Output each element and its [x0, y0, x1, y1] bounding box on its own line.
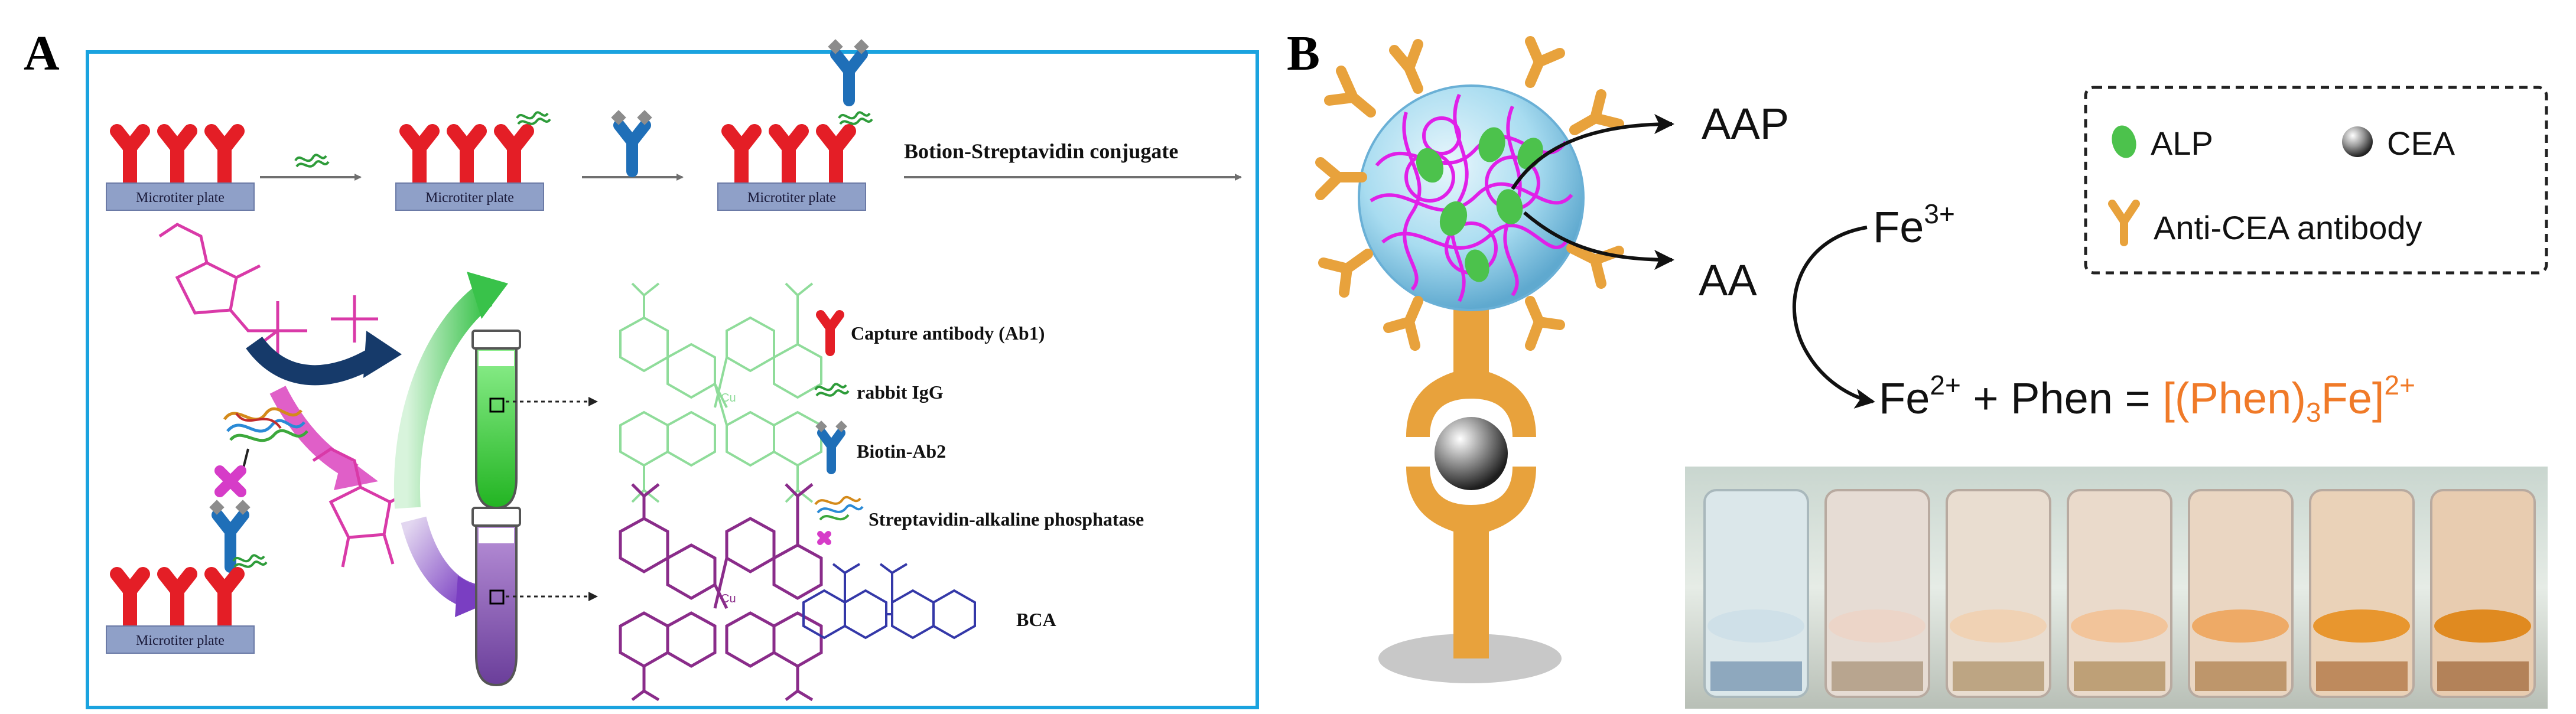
anti-cea-antibody-icon: [1406, 467, 1536, 658]
rabbit-igg-icon: [838, 111, 873, 125]
rabbit-igg-icon: [232, 554, 268, 568]
dephosphorylation-arrow: [246, 336, 384, 386]
cea-icon: [2342, 126, 2373, 157]
vial: [1946, 489, 2051, 698]
vial: [2188, 489, 2294, 698]
panel-a-frame: [86, 50, 1259, 709]
tube-purple: [471, 507, 521, 687]
legend-label: rabbit IgG: [857, 382, 944, 403]
microtiter-plate: [106, 182, 255, 211]
microtiter-plate: [395, 182, 544, 211]
cu-bca-complex-green: [619, 282, 822, 503]
arrow-to-aap: [1511, 114, 1674, 190]
legend-label: ALP: [2151, 125, 2213, 162]
bca-icon: [802, 563, 976, 640]
legend-label: Anti-CEA antibody: [2154, 209, 2422, 246]
aap-label: AAP: [1702, 99, 1789, 148]
vial: [2430, 489, 2536, 698]
capture-antibody-icon: [816, 310, 844, 356]
rabbit-igg-icon: [516, 111, 551, 125]
anti-cea-antibody-icon: [1406, 307, 1536, 437]
legend-label: CEA: [2387, 125, 2455, 162]
fe3-label: Fe3+: [1873, 198, 1955, 252]
panel-a-legend: Capture antibody (Ab1) rabbit IgG Biotin…: [802, 310, 1144, 640]
alp-icon: [2112, 125, 2136, 158]
vial: [1824, 489, 1930, 698]
vial: [2309, 489, 2415, 698]
reaction-equation: Fe2+ + Phen = [(Phen)3Fe]2+: [1879, 370, 2415, 428]
plate-stage-4: Microtiter plate: [106, 554, 268, 654]
vial: [1703, 489, 1809, 698]
biotin-marker-icon: [214, 465, 246, 497]
microtiter-plate: [717, 182, 866, 211]
capture-antibody-icon: [110, 124, 245, 190]
alp-icon: [1416, 127, 1543, 282]
surface-antibodies: [1315, 36, 1624, 351]
cu-bca-complex-purple: [619, 483, 823, 702]
cea-ball: [1435, 417, 1508, 490]
green-curve-arrow: [394, 285, 493, 509]
streptavidin-alp-icon: [223, 407, 308, 442]
legend-label: Capture antibody (Ab1): [851, 322, 1045, 344]
green-curve-arrowhead: [467, 272, 508, 319]
arrow-to-aa: [1523, 211, 1674, 270]
phosphate-structure: [331, 295, 378, 343]
plate-stage-3: Microtiter plate: [717, 39, 873, 211]
panel-b: B: [1287, 26, 2548, 709]
legend-label: Biotin-Ab2: [857, 441, 946, 462]
tube-green: [471, 330, 521, 510]
aap-structure: [158, 223, 307, 360]
panel-a: A Microtiter plate: [24, 26, 1259, 709]
legend-label: Streptavidin-alkaline phosphatase: [869, 508, 1144, 530]
reaction-arc-arrow: [1792, 226, 1875, 409]
rabbit-igg-icon: [294, 154, 330, 168]
plate-label: Microtiter plate: [425, 190, 514, 206]
biotin-ab2-icon: [611, 110, 652, 177]
panel-a-letter: A: [24, 26, 60, 81]
plate-label: Microtiter plate: [747, 190, 836, 206]
streptavidin-alp-icon: [814, 495, 864, 545]
microtiter-plate: [106, 625, 255, 654]
plate-stage-1: Microtiter plate: [106, 124, 255, 211]
panel-b-letter: B: [1287, 26, 1320, 81]
aa-label: AA: [1699, 256, 1757, 305]
legend-label: BCA: [1016, 609, 1056, 630]
vial-photo: [1685, 467, 2548, 709]
plate-label: Microtiter plate: [136, 190, 225, 206]
vial: [2067, 489, 2172, 698]
biotin-ab2-icon: [828, 39, 869, 106]
rabbit-igg-icon: [814, 383, 850, 397]
anti-cea-antibody-icon: [2108, 200, 2140, 246]
biotin-ab2-icon: [209, 500, 251, 573]
cu-label: Cu: [721, 392, 736, 405]
plate-label: Microtiter plate: [136, 633, 225, 648]
biotin-ab2-icon: [815, 420, 847, 474]
cu-label: Cu: [721, 592, 736, 605]
dephosphorylation-arrowhead: [363, 331, 402, 378]
plate-stage-2: Microtiter plate: [395, 111, 551, 211]
conjugate-label: Botion-Streptavidin conjugate: [904, 139, 1178, 163]
panel-b-legend-box: [2084, 86, 2548, 275]
